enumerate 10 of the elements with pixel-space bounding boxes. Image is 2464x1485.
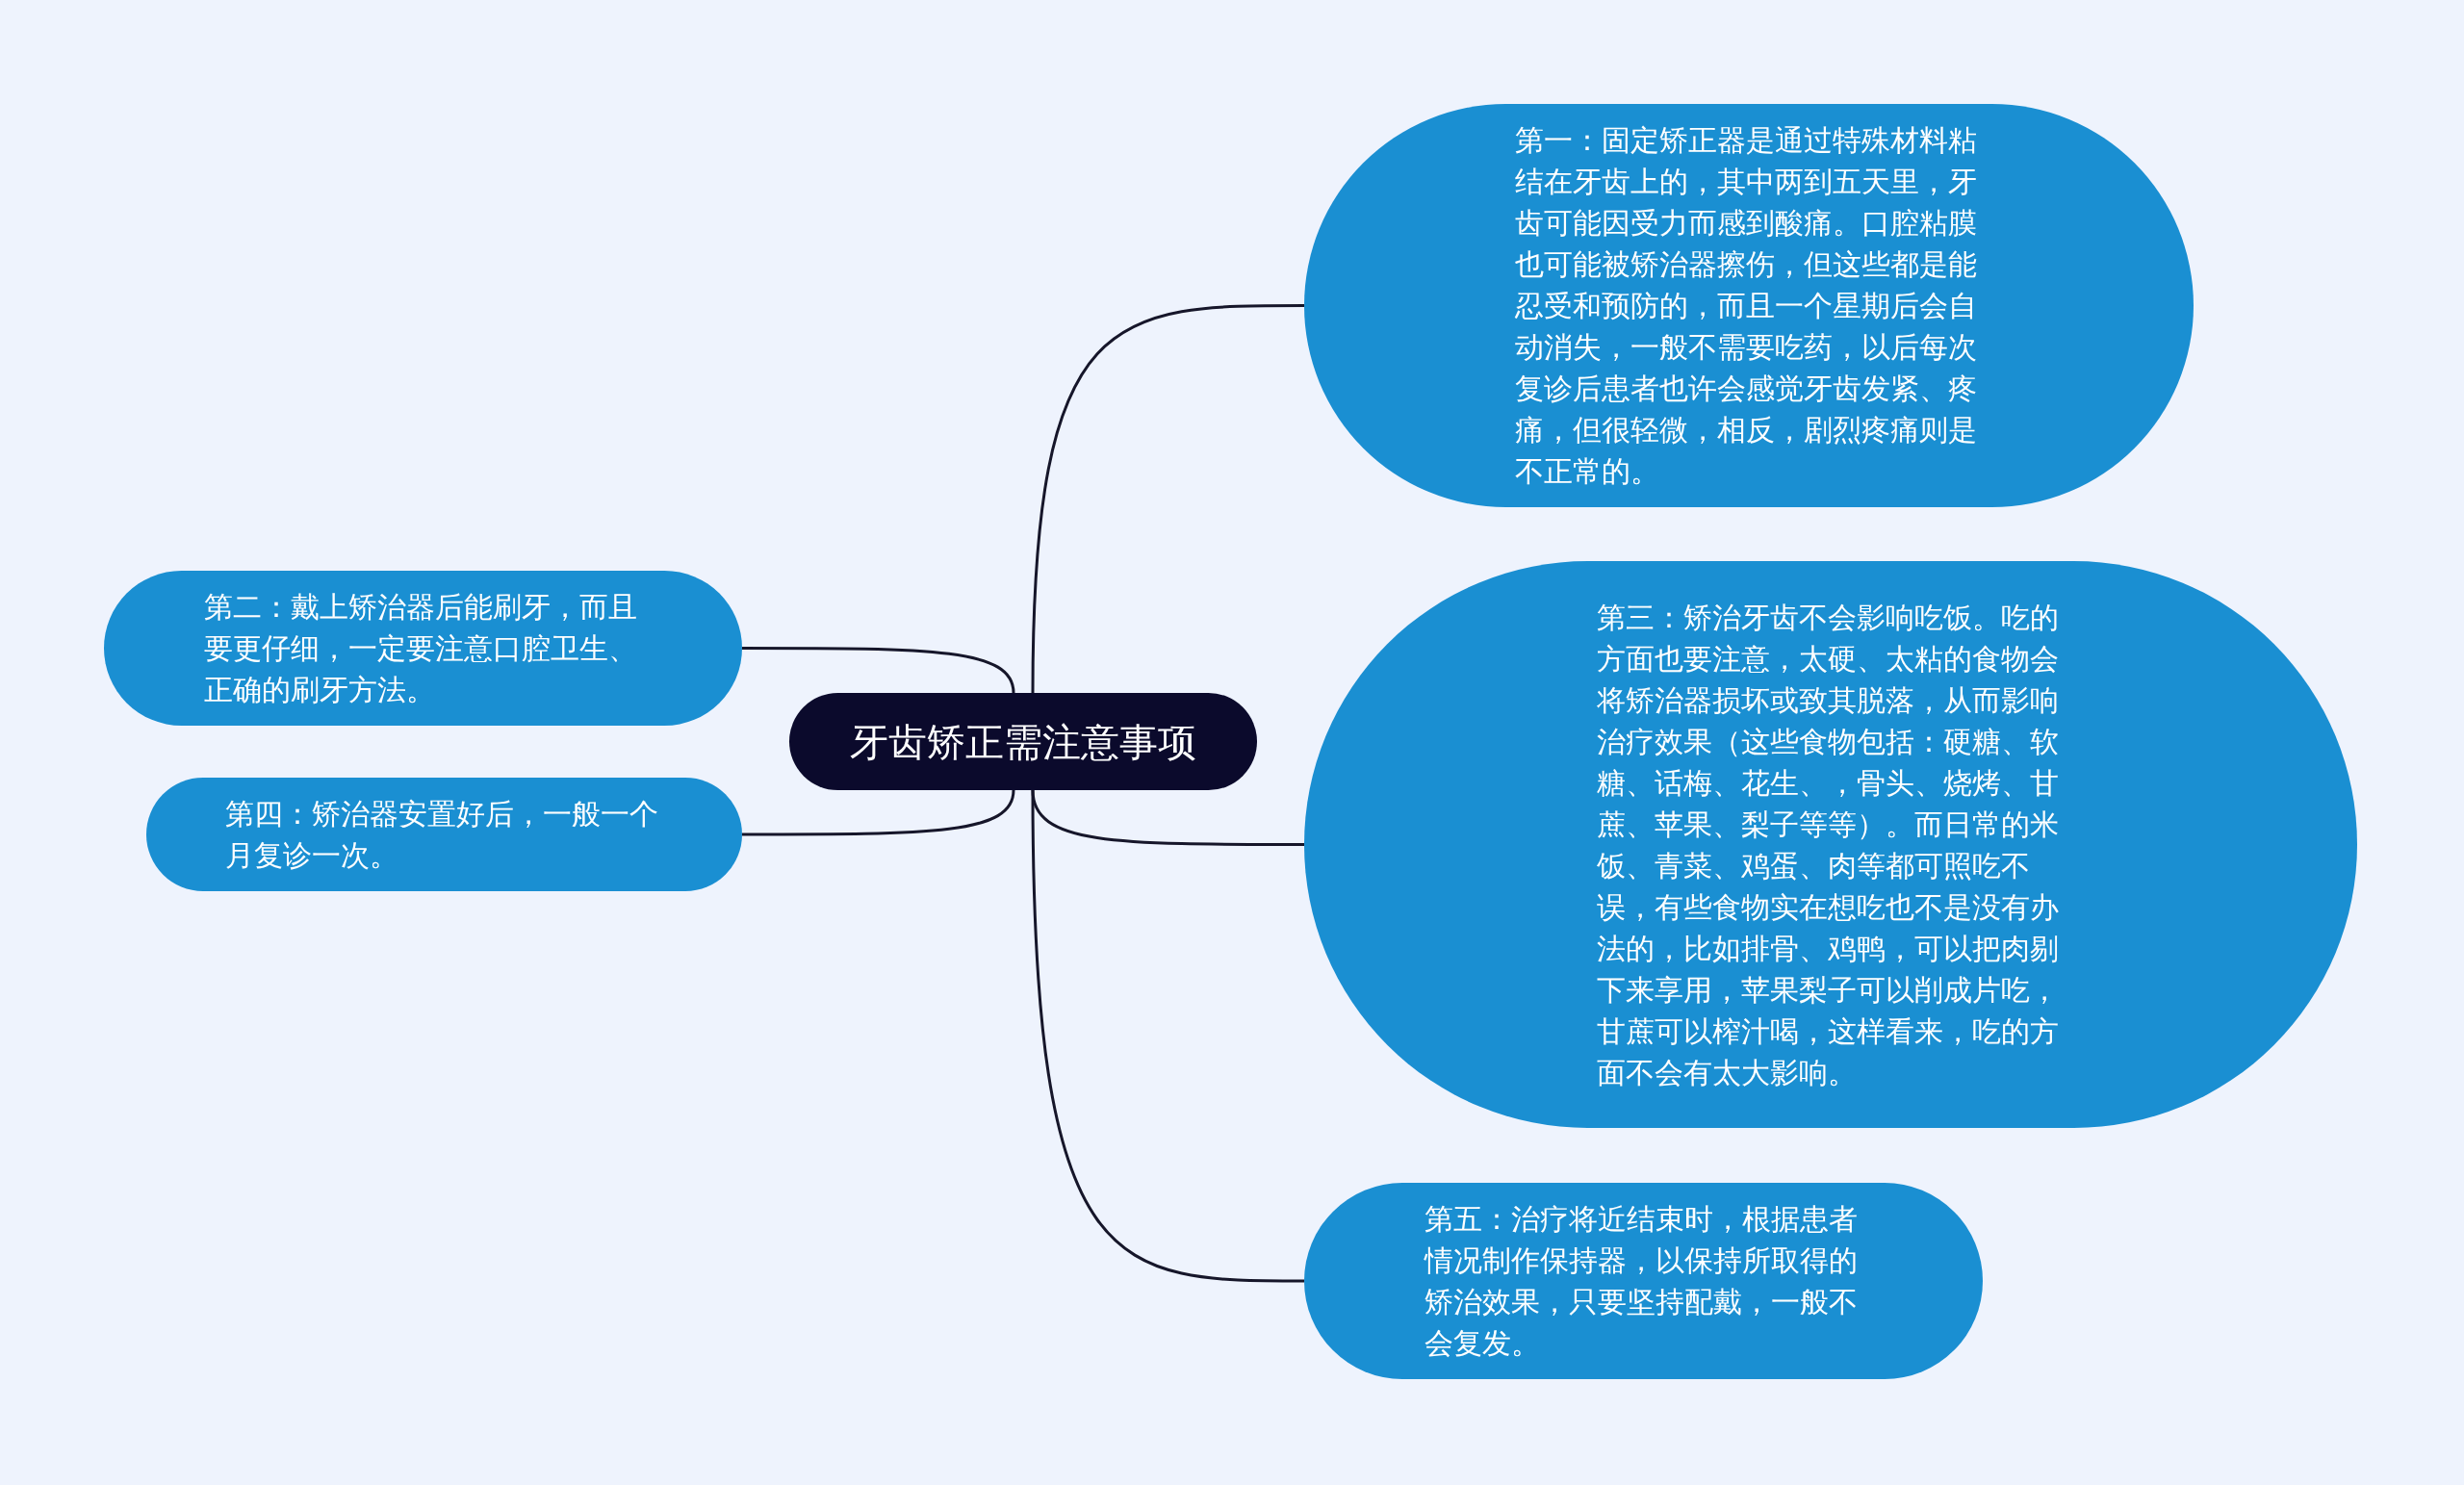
connector-line — [1031, 789, 1304, 1283]
topic-text: 第五：治疗将近结束时，根据患者情况制作保持器，以保持所取得的矫治效果，只要坚持配戴，一般不会复发。 — [1424, 1202, 1859, 1361]
topic-text: 第一：固定矫正器是通过特殊材料粘结在牙齿上的，其中两到五天里，牙齿可能因受力而感到酸痛。口腔粘膜也可能被矫治器擦伤，但这些都是能忍受和预防的，而且一个星期后会自动消失，一般不需要吃药，以后每次复诊后患者也许会感觉牙齿发紧、疼痛，但很轻微，相反，剧烈疼痛则是不正常的。 — [1515, 123, 1978, 489]
connector-line — [1031, 304, 1304, 694]
topic-text: 第四：矫治器安置好后，一般一个月复诊一次。 — [224, 797, 659, 873]
topic-text: 第二：戴上矫治器后能刷牙，而且要更仔细，一定要注意口腔卫生、正确的刷牙方法。 — [203, 590, 638, 707]
topic-title: 牙齿矫正需注意事项 — [850, 719, 1196, 765]
topic-text: 第三：矫治牙齿不会影响吃饭。吃的方面也要注意，太硬、太粘的食物会将矫治器损坏或致其脱落，从而影响治疗效果（这些食物包括：硬糖、软糖、话梅、花生、，骨头、烧烤、甘蔗、苹果、梨子等等）。而日常的米饭、青菜、鸡蛋、肉等都可照吃不误，有些食物实在想吃也不是没有办法的，比如排骨、鸡鸭，可以把肉剔下来享用，苹果梨子可以削成片吃，甘蔗可以榨汁喝，这样看来，吃的方面不会有太大影响。 — [1597, 600, 2060, 1090]
connector-line — [742, 789, 1015, 836]
connector-line — [742, 647, 1015, 694]
